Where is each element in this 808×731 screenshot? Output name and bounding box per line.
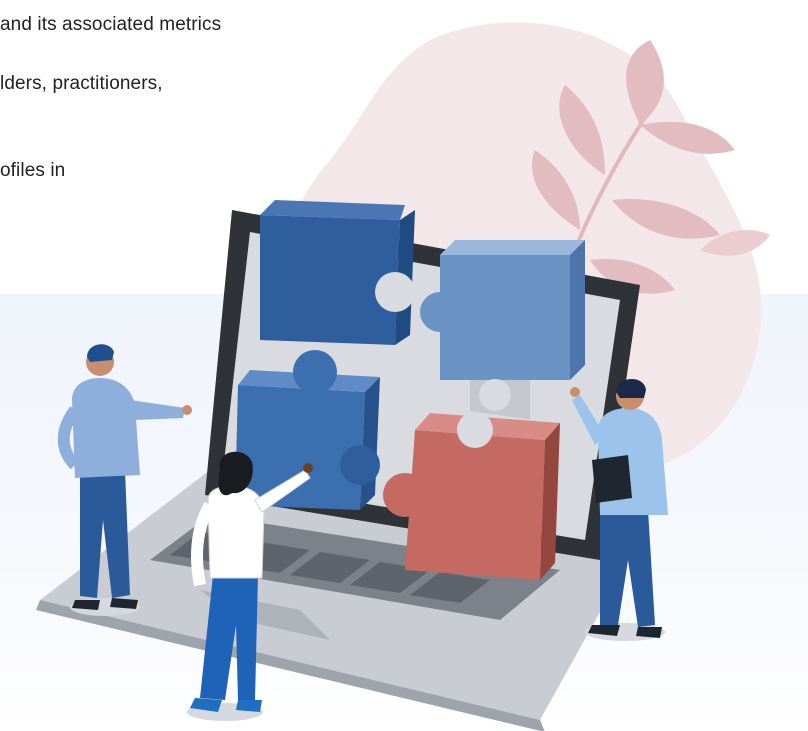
- plant-leaves: [532, 40, 770, 351]
- puzzle-piece-bottom-right: [383, 412, 560, 580]
- puzzle-piece-top-right: [420, 240, 585, 411]
- laptop-base-edge: [36, 600, 545, 731]
- person-man-pointing: [57, 344, 192, 616]
- person-woman-center: [187, 451, 313, 721]
- person-man-tablet: [570, 378, 668, 641]
- body-text-line-3: ofiles in: [0, 160, 66, 181]
- body-text-line-2: lders, practitioners,: [0, 73, 163, 94]
- puzzle-piece-top-left: [260, 200, 415, 345]
- puzzle-piece-middle-left: [235, 350, 380, 510]
- body-text-line-1: and its associated metrics: [0, 14, 222, 35]
